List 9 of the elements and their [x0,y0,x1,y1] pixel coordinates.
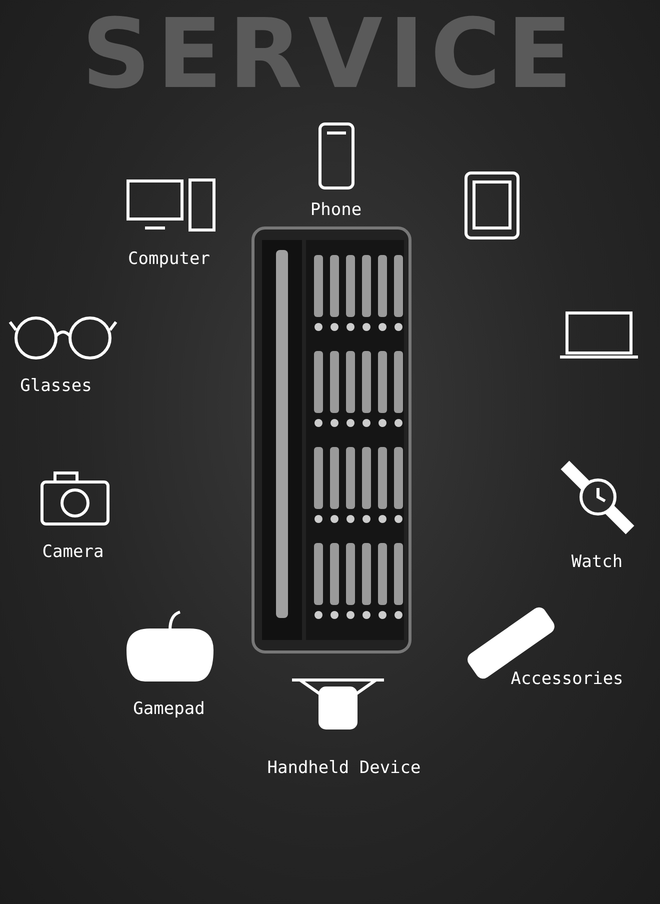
device-label: Computer [128,249,210,269]
device-label: Watch [571,552,623,572]
heading: SERVICE [80,4,580,104]
device-label: Phone [310,200,362,220]
device-label: Accessories [510,669,624,689]
device-label: Glasses [20,376,92,396]
device-label: Handheld Device [267,758,421,778]
device-label: Gamepad [133,699,205,719]
device-label: Camera [42,542,104,562]
